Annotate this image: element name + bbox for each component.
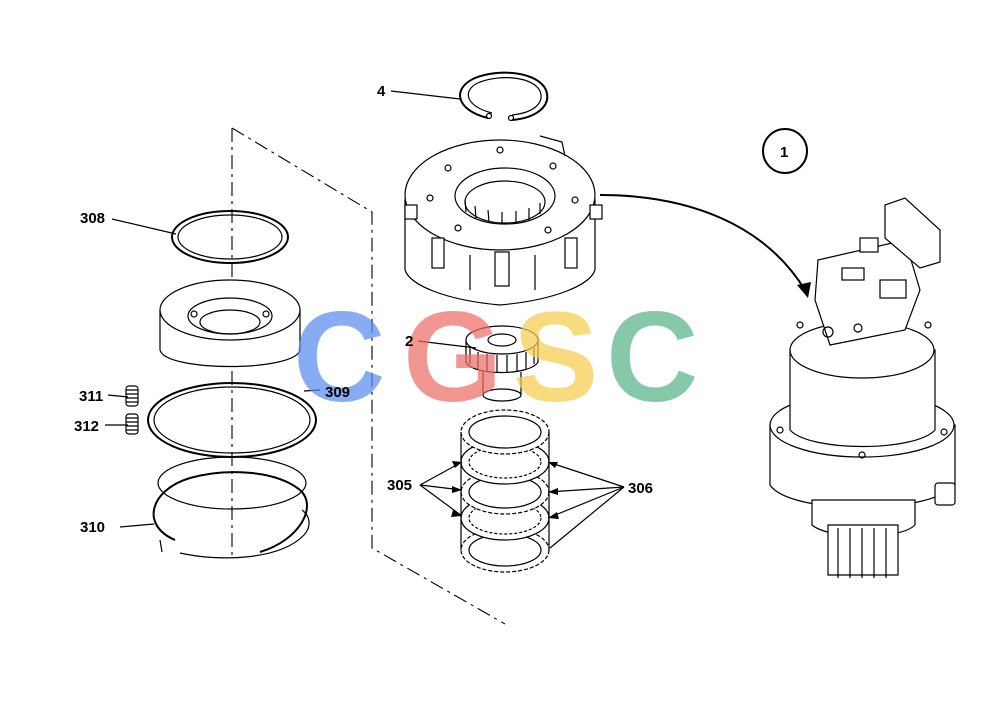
label-spring-311: 311 — [79, 388, 103, 405]
label-plate-305: 305 — [387, 477, 412, 494]
label-snap-ring-4: 4 — [377, 83, 386, 100]
watermark-letter-4: C — [606, 286, 698, 429]
assembly-callout-circle — [762, 128, 808, 174]
piston — [159, 279, 301, 368]
watermark-letter-3: S — [513, 286, 598, 429]
sun-gear-2 — [465, 325, 539, 402]
leader-lines — [105, 90, 625, 549]
snap-ring-4 — [459, 71, 549, 122]
friction-plate-stack — [460, 409, 550, 573]
watermark: C G S C — [293, 286, 698, 429]
swing-motor-assembly — [769, 197, 956, 578]
label-seal-308: 308 — [80, 210, 105, 227]
label-ring-310: 310 — [80, 519, 105, 536]
label-oring-309: 309 — [325, 384, 350, 401]
arrow-head — [797, 282, 811, 298]
watermark-letter-2: G — [403, 286, 503, 429]
ring-gear-housing — [404, 135, 603, 306]
assembly-arrow — [599, 194, 806, 291]
label-plate-306: 306 — [628, 480, 653, 497]
label-spring-312: 312 — [74, 418, 99, 435]
seal-308 — [171, 210, 289, 264]
label-gear-2: 2 — [405, 333, 413, 350]
label-assembly-1: 1 — [780, 144, 788, 161]
part-labels: 4 1 308 2 309 311 312 305 306 310 — [74, 83, 788, 536]
ring-310 — [152, 456, 310, 559]
springs-311-312 — [125, 385, 139, 435]
watermark-letter-1: C — [293, 286, 385, 429]
